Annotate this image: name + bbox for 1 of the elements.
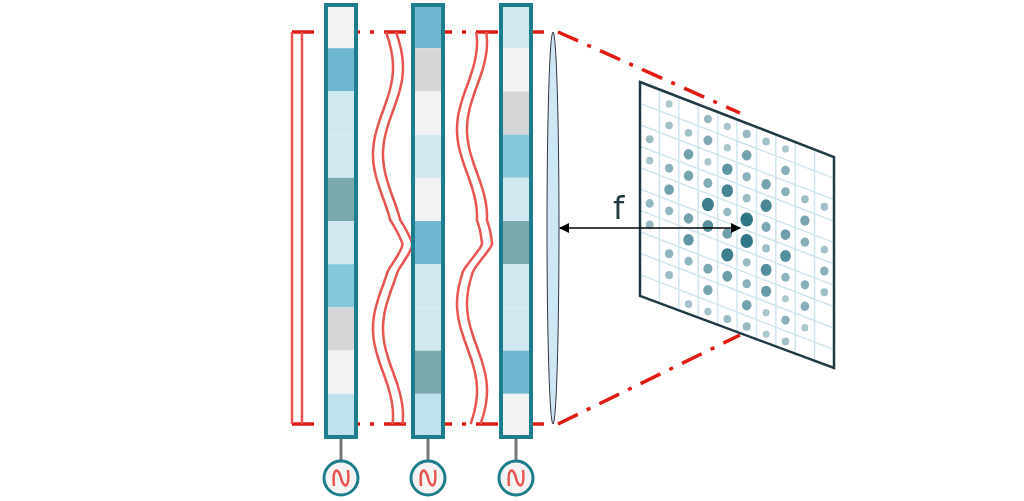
focal-length-label: f xyxy=(613,192,625,224)
